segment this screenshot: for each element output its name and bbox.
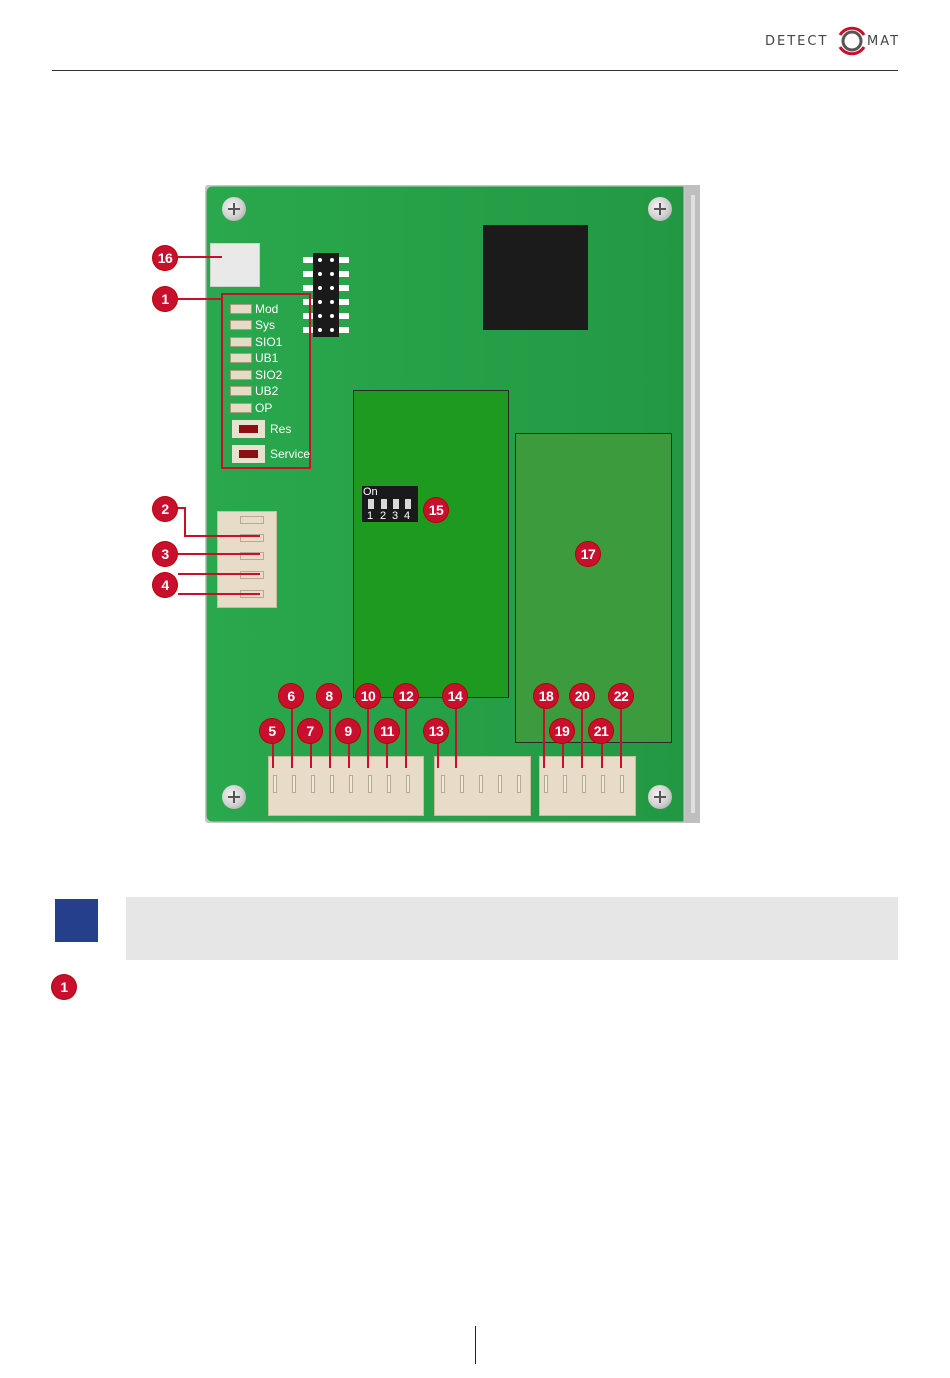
led-sio1 (230, 337, 252, 347)
detectomat-logo-icon (837, 25, 867, 57)
callout-badge: 11 (375, 719, 399, 743)
screw-icon (648, 785, 672, 809)
dip-number: 4 (404, 510, 410, 522)
led-label: SIO2 (255, 368, 282, 382)
callout-badge: 15 (424, 498, 448, 522)
led-sys (230, 320, 252, 330)
module-left (353, 390, 509, 698)
callout-badge: 5 (260, 719, 284, 743)
callout-badge: 3 (153, 542, 177, 566)
leader-2b (184, 507, 186, 537)
dip-switch[interactable]: On 1 2 3 4 (362, 486, 418, 522)
leader-3 (178, 553, 260, 555)
leader-1 (178, 298, 222, 300)
callout-badge: 17 (576, 542, 600, 566)
processor-chip (483, 225, 588, 330)
reset-button-label: Res (270, 422, 291, 436)
callout-badge: 1 (153, 287, 177, 311)
service-button[interactable] (232, 445, 265, 463)
led-ub2 (230, 386, 252, 396)
led-label: OP (255, 401, 272, 415)
led-sio2 (230, 370, 252, 380)
detectomat-logo: DETECT MAT (765, 23, 900, 59)
note-box (126, 897, 898, 960)
leader-6 (291, 707, 293, 768)
leader-14 (455, 707, 457, 768)
callout-badge: 10 (356, 684, 380, 708)
led-label: UB1 (255, 351, 278, 365)
callout-badge: 21 (589, 719, 613, 743)
leader-4b (178, 593, 260, 595)
led-mod (230, 304, 252, 314)
leader-4a (178, 573, 260, 575)
dip-on-label: On (363, 486, 378, 498)
leader-2c (184, 535, 260, 537)
connector-bottom-2 (434, 756, 531, 816)
dip-number: 2 (380, 510, 386, 522)
dip-number: 1 (367, 510, 373, 522)
leader-18 (543, 707, 545, 768)
reset-button[interactable] (232, 420, 265, 438)
logo-text-left: DETECT (765, 34, 828, 49)
header-divider (52, 70, 898, 71)
screw-icon (222, 785, 246, 809)
callout-badge: 14 (443, 684, 467, 708)
leader-9 (348, 742, 350, 768)
callout-badge: 20 (570, 684, 594, 708)
leader-12 (405, 707, 407, 768)
leader-10 (367, 707, 369, 768)
callout-badge: 6 (279, 684, 303, 708)
note-accent-bar (55, 899, 98, 942)
leader-22 (620, 707, 622, 768)
leader-19 (562, 742, 564, 768)
leader-8 (329, 707, 331, 768)
leader-11 (386, 742, 388, 768)
leader-5 (272, 742, 274, 768)
led-label: UB2 (255, 384, 278, 398)
screw-icon (222, 197, 246, 221)
screw-icon (648, 197, 672, 221)
callout-badge: 16 (153, 246, 177, 270)
footer-divider (475, 1326, 476, 1364)
leader-20 (581, 707, 583, 768)
led-ub1 (230, 353, 252, 363)
connector-16 (210, 243, 260, 287)
leader-21 (601, 742, 603, 768)
led-label: Sys (255, 318, 275, 332)
leader-7 (310, 742, 312, 768)
callout-badge: 9 (336, 719, 360, 743)
led-label: Mod (255, 302, 278, 316)
callout-badge: 12 (394, 684, 418, 708)
logo-text-right: MAT (867, 34, 900, 49)
callout-badge: 13 (424, 719, 448, 743)
callout-badge: 8 (317, 684, 341, 708)
callout-badge: 19 (550, 719, 574, 743)
legend-marker: 1 (52, 975, 76, 999)
leader-16 (178, 256, 222, 258)
leader-13 (437, 742, 439, 768)
led-op (230, 403, 252, 413)
led-label: SIO1 (255, 335, 282, 349)
service-button-label: Service (270, 447, 310, 461)
callout-badge: 22 (609, 684, 633, 708)
callout-badge: 7 (298, 719, 322, 743)
callout-badge: 2 (153, 497, 177, 521)
dip-number: 3 (392, 510, 398, 522)
callout-badge: 4 (153, 573, 177, 597)
callout-badge: 18 (534, 684, 558, 708)
